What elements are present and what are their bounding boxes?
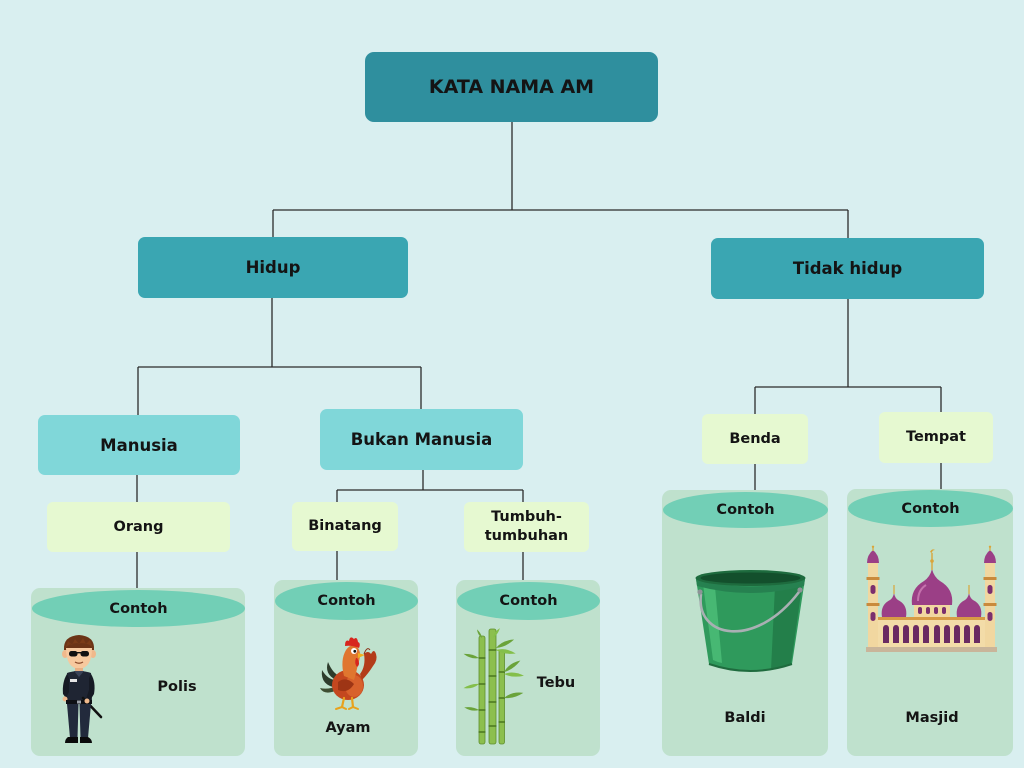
example-panel-tempat: Contoh (847, 489, 1013, 756)
node-label: Binatang (308, 518, 382, 534)
example-header-label: Contoh (901, 500, 960, 517)
node-label: Tempat (905, 429, 966, 445)
node-manusia: Manusia (38, 415, 240, 475)
root-node-kata-nama-am: KATA NAMA AM (365, 52, 658, 122)
node-tidak-hidup: Tidak hidup (711, 238, 984, 299)
node-label: Tumbuh-tumbuhan (484, 509, 569, 544)
example-panel-tumbuh-tumbuhan: Contoh (456, 580, 600, 756)
example-label: Ayam (325, 720, 371, 736)
node-bukan-manusia: Bukan Manusia (320, 409, 523, 470)
mosque-icon (866, 545, 997, 652)
example-header-label: Contoh (317, 593, 376, 609)
example-label: Polis (157, 679, 197, 695)
example-panel-binatang: Contoh Ayam (274, 580, 418, 756)
example-header: Contoh (848, 490, 1013, 527)
node-tempat: Tempat (879, 412, 993, 463)
node-orang: Orang (47, 502, 230, 552)
node-tumbuh-tumbuhan: Tumbuh-tumbuhan (464, 502, 589, 552)
example-header-label: Contoh (499, 593, 558, 609)
node-label: Manusia (100, 435, 178, 455)
node-label: KATA NAMA AM (428, 76, 595, 98)
bucket-icon (695, 570, 806, 672)
police-officer-icon (62, 635, 103, 743)
node-label: Orang (113, 518, 164, 535)
node-binatang: Binatang (292, 502, 398, 551)
example-label: Tebu (536, 675, 576, 691)
node-label: Tidak hidup (792, 259, 903, 278)
example-panel-orang: Contoh Polis (31, 588, 245, 756)
example-label: Baldi (724, 710, 766, 726)
node-label: Hidup (245, 258, 301, 277)
example-label: Masjid (905, 710, 959, 726)
example-panel-benda: Contoh Baldi (662, 490, 828, 756)
example-header: Contoh (275, 582, 418, 620)
node-benda: Benda (702, 414, 808, 464)
example-header-label: Contoh (109, 600, 168, 617)
example-header-label: Contoh (716, 502, 775, 518)
example-header: Contoh (663, 492, 828, 528)
example-header: Contoh (32, 590, 245, 627)
node-label: Benda (729, 430, 781, 447)
node-hidup: Hidup (138, 237, 408, 298)
node-label: Bukan Manusia (350, 430, 493, 449)
example-header: Contoh (457, 582, 600, 620)
bamboo-icon (463, 628, 524, 745)
rooster-icon (320, 637, 377, 710)
